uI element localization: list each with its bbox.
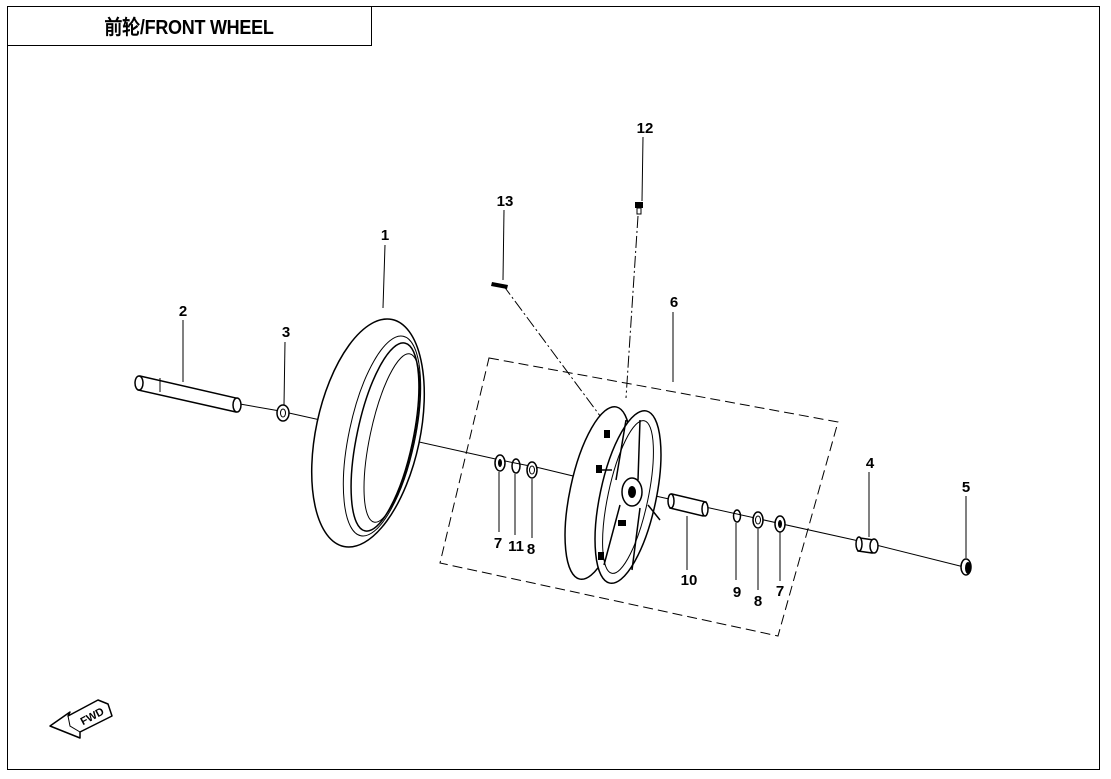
valve-dash-line	[625, 215, 639, 399]
callout-2: 2	[179, 303, 187, 320]
drawing-frame	[7, 6, 1100, 770]
collar-part-4	[855, 536, 879, 554]
bearing-group-left	[494, 454, 538, 479]
wheel-rim-part	[564, 405, 662, 585]
weight-dash-line	[502, 284, 613, 433]
callout-7-right: 7	[776, 583, 784, 600]
callout-5: 5	[962, 479, 970, 496]
callout-12: 12	[637, 120, 654, 137]
leader-lines	[182, 136, 967, 590]
wheel-assembly-dashed-box	[439, 357, 839, 637]
callout-9: 9	[733, 584, 741, 601]
callout-13: 13	[497, 193, 514, 210]
title-box: 前轮/FRONT WHEEL	[7, 6, 372, 46]
callout-11: 11	[508, 538, 524, 555]
balance-weight-part-13	[491, 282, 508, 289]
fwd-arrow-icon: FWD	[49, 699, 113, 739]
spacer-tube-part-10	[667, 493, 709, 517]
callout-7-left: 7	[494, 535, 502, 552]
callout-3: 3	[282, 324, 290, 341]
callout-8-right: 8	[754, 593, 762, 610]
callout-10: 10	[681, 572, 698, 589]
page-title: 前轮/FRONT WHEEL	[104, 17, 274, 39]
spacer-part-3	[276, 404, 290, 422]
callout-8-left: 8	[527, 541, 535, 558]
callout-6: 6	[670, 294, 678, 311]
callout-1: 1	[381, 227, 389, 244]
axle-part	[134, 375, 242, 413]
valve-part-12	[635, 202, 643, 215]
nut-part-5	[960, 558, 972, 576]
callout-4: 4	[866, 455, 875, 472]
bearing-group-right	[732, 509, 786, 533]
tire-part	[310, 318, 426, 548]
